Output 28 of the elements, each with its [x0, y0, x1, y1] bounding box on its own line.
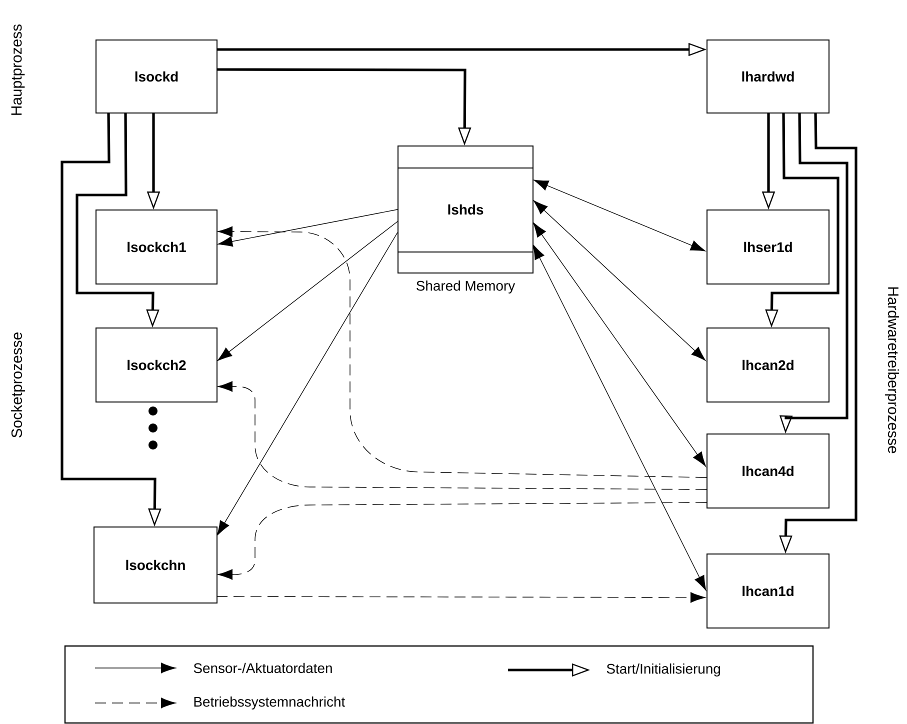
- process-box: lhardwd: [706, 40, 830, 114]
- arrow: [216, 592, 706, 603]
- arrow: [533, 200, 706, 361]
- process-box: lhcan1d: [706, 554, 830, 628]
- process-box: lsockch2: [96, 328, 218, 402]
- arrow: [218, 209, 398, 247]
- arrow: [534, 180, 706, 252]
- side-label: Socketprozesse: [11, 332, 25, 438]
- legend-text: Betriebssystemnachricht: [194, 696, 346, 710]
- process-box: lsockchn: [94, 526, 218, 604]
- process-box: lhser1d: [706, 210, 830, 284]
- process-box: lhcan4d: [706, 434, 830, 508]
- arrow: [218, 381, 707, 490]
- process-box: lsockd: [96, 40, 218, 114]
- memory-label: Shared Memory: [416, 280, 516, 294]
- arrow: [218, 226, 707, 478]
- arrow: [216, 232, 398, 536]
- arrow: [218, 502, 707, 580]
- process-box: lhcan2d: [706, 328, 830, 402]
- legend-text: Sensor-/Aktuatordaten: [194, 662, 332, 674]
- process-box: lsockch1: [96, 210, 218, 284]
- arrow: [533, 222, 706, 467]
- side-label: Hardwaretreiberprozesse: [885, 287, 899, 454]
- arrow: [217, 221, 398, 361]
- legend-text: Start/Initialisierung: [606, 664, 720, 676]
- side-label: Hauptprozess: [11, 24, 25, 115]
- memory-box: lshds: [398, 146, 534, 274]
- arrow: [532, 244, 706, 590]
